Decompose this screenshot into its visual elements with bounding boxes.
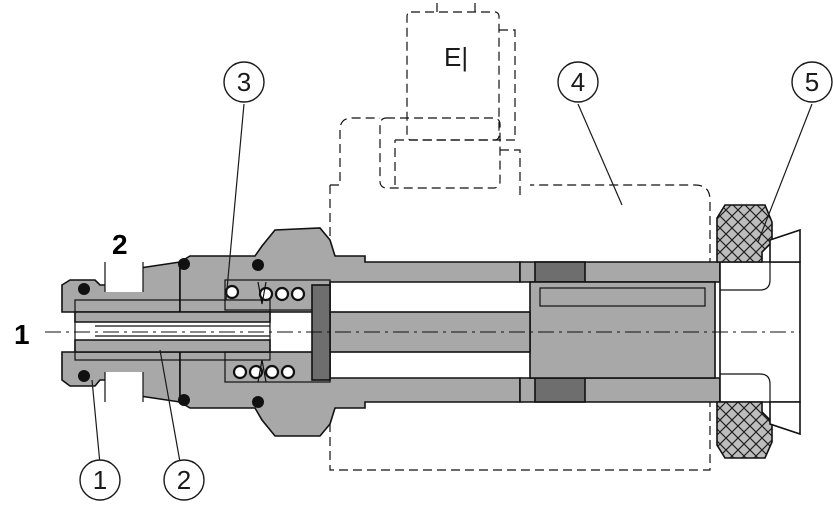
poppet-assembly: [74, 262, 331, 402]
callout-1-label: 1: [93, 465, 107, 495]
leader-lines: [91, 103, 813, 465]
callout-1: 1: [79, 459, 121, 501]
callout-5-label: 5: [805, 67, 819, 97]
callout-2-label: 2: [177, 465, 191, 495]
coil-nut: [716, 204, 801, 459]
callout-3: 3: [223, 61, 265, 103]
port-1-label: 1: [14, 319, 30, 350]
o-rings: [78, 258, 264, 408]
callout-2: 2: [163, 459, 205, 501]
port-2-label: 2: [112, 229, 128, 260]
coil-housing-dashed: [329, 0, 711, 471]
callout-4: 4: [557, 61, 599, 103]
spring: [224, 281, 306, 383]
callout-5: 5: [791, 61, 833, 103]
connector-symbol: E|: [444, 42, 468, 72]
callout-3-label: 3: [237, 67, 251, 97]
callout-4-label: 4: [571, 67, 585, 97]
